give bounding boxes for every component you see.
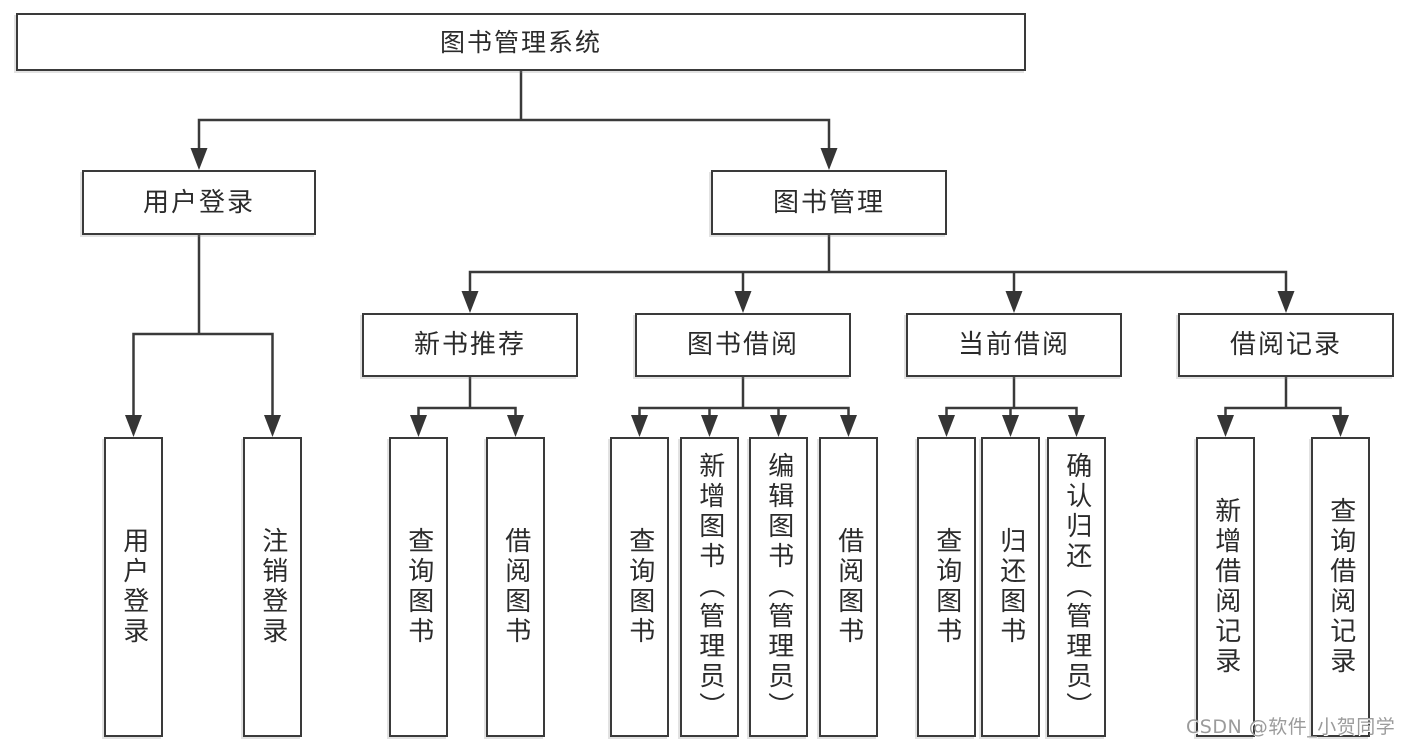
node-current-borrowing: 当前借阅 [906, 313, 1122, 377]
node-book-management: 图书管理 [711, 170, 947, 235]
leaf-query-books-borrowing: 查询图书 [610, 437, 669, 737]
leaf-query-books-recommend: 查询图书 [389, 437, 448, 737]
leaf-edit-book-admin: 编辑图书（管理员） [749, 437, 808, 737]
node-new-book-recommend: 新书推荐 [362, 313, 578, 377]
leaf-add-book-admin: 新增图书（管理员） [680, 437, 739, 737]
leaf-borrow-books-borrowing: 借阅图书 [819, 437, 878, 737]
leaf-add-borrow-record: 新增借阅记录 [1196, 437, 1255, 737]
leaf-borrow-books-recommend: 借阅图书 [486, 437, 545, 737]
leaf-return-book: 归还图书 [981, 437, 1040, 737]
leaf-confirm-return-admin: 确认归还（管理员） [1047, 437, 1106, 737]
leaf-query-books-current: 查询图书 [917, 437, 976, 737]
leaf-user-login: 用户登录 [104, 437, 163, 737]
csdn-watermark: CSDN @软件_小贺同学 [1186, 716, 1396, 738]
arrowhead-icons [125, 148, 1349, 437]
node-user-login: 用户登录 [82, 170, 316, 235]
connector-elbows [132, 70, 1342, 420]
leaf-logout: 注销登录 [243, 437, 302, 737]
leaf-query-borrow-record: 查询借阅记录 [1311, 437, 1370, 737]
node-borrow-records: 借阅记录 [1178, 313, 1394, 377]
node-system-root: 图书管理系统 [16, 13, 1026, 71]
node-book-borrowing: 图书借阅 [635, 313, 851, 377]
